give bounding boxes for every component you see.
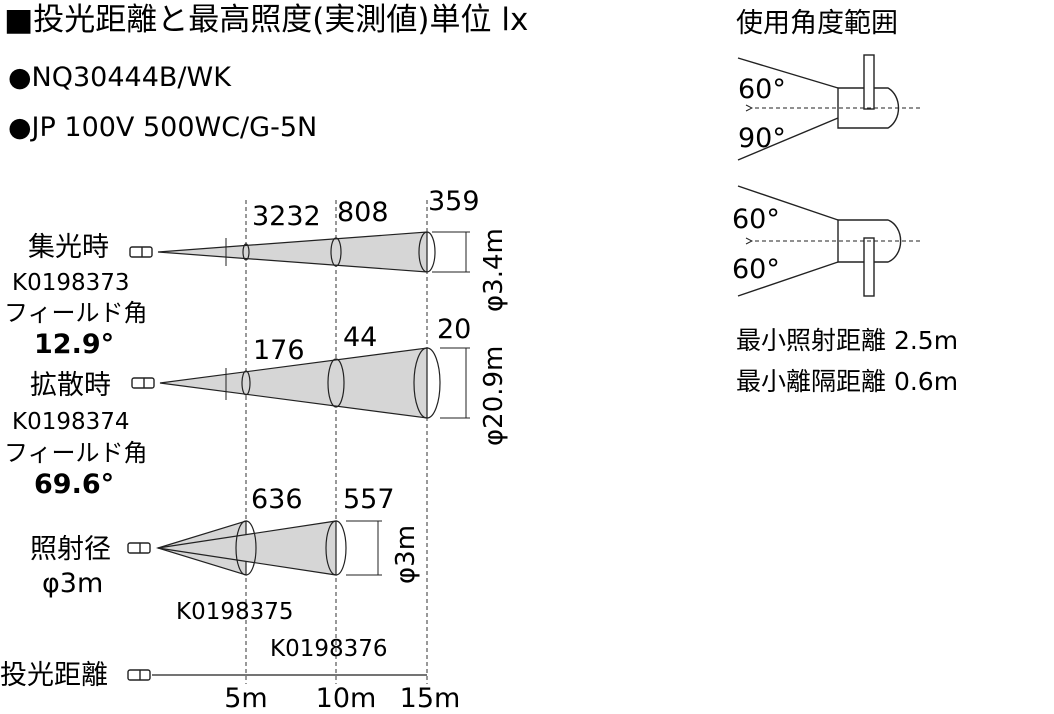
angle-diagram-top: [737, 54, 920, 161]
spot-label: 集光時: [28, 232, 109, 263]
spot-field-angle: 12.9°: [34, 329, 114, 360]
flood-section-15m: [413, 347, 441, 419]
diameter-section-5m: [235, 520, 257, 576]
lamp-icon: [129, 246, 153, 258]
flood-lux-5m: 176: [253, 335, 305, 366]
lamp-icon: [127, 542, 151, 554]
tick-5m: 5m: [224, 683, 267, 710]
bottom-upper-angle: 60°: [732, 204, 780, 235]
flood-label: 拡散時: [30, 370, 111, 401]
distance-axis: 投光距離 5m 10m 15m: [0, 660, 461, 714]
flood-field-angle: 69.6°: [34, 469, 114, 500]
min-illumination-distance: 最小照射距離 2.5m: [736, 326, 958, 355]
diagram-title: ■投光距離と最高照度(実測値)単位 lx: [4, 2, 528, 38]
bottom-lower-angle: 60°: [732, 254, 780, 285]
diameter-row: 照射径 φ3m 636 557 φ3m K0198375 K0198376: [30, 484, 421, 662]
diameter-lux-10m: 557: [343, 484, 395, 515]
spot-dimension: [225, 231, 470, 273]
flood-row: 拡散時 176 44 20 φ20.9m K0198374 フィールド角 69.…: [4, 314, 509, 500]
model-number-lamp: ●JP 100V 500WC/G-5N: [8, 112, 317, 143]
spot-section-10m: [330, 237, 342, 267]
spot-section-15m: [418, 231, 436, 273]
spot-section-5m: [242, 243, 250, 261]
tick-15m: 15m: [400, 683, 461, 710]
flood-dimension: [225, 347, 470, 419]
tick-10m: 10m: [316, 683, 377, 710]
diameter-section-10m: [325, 520, 347, 576]
diameter-lux-5m: 636: [251, 484, 303, 515]
model-number-fixture: ●NQ30444B/WK: [8, 62, 232, 93]
spot-row: 集光時 3232 808 359 φ3.4m K0198373 フィールド角 1…: [4, 186, 509, 360]
spot-beam: [157, 231, 428, 273]
angle-panel: 使用角度範囲 60° 90° 60° 60° 最小照射距離 2.5m 最小離隔距…: [732, 8, 958, 396]
spot-lux-10m: 808: [337, 197, 389, 228]
angle-diagram-bottom: [737, 185, 920, 297]
flood-field-label: フィールド角: [4, 439, 148, 467]
flood-lux-15m: 20: [437, 314, 471, 345]
flood-lux-10m: 44: [343, 322, 377, 353]
diameter-beam-10m: [157, 520, 337, 576]
spot-lux-5m: 3232: [252, 201, 321, 232]
spot-lux-15m: 359: [428, 186, 480, 217]
lamp-icon: [127, 669, 151, 681]
flood-product-code: K0198374: [12, 409, 130, 435]
flood-section-10m: [327, 358, 345, 408]
angle-panel-title: 使用角度範囲: [736, 8, 898, 39]
top-upper-angle: 60°: [738, 74, 786, 105]
spot-diameter: φ3.4m: [479, 228, 509, 312]
min-separation-distance: 最小離隔距離 0.6m: [736, 367, 958, 396]
diameter-row-label-value: φ3m: [42, 568, 103, 599]
lamp-icon: [131, 377, 155, 389]
distance-guides: [245, 200, 428, 684]
diameter-row-label: 照射径: [30, 534, 111, 565]
diameter-dimension: [346, 520, 382, 576]
distance-axis-label: 投光距離: [0, 660, 108, 691]
diameter-code-10m: K0198376: [270, 636, 388, 662]
spot-product-code: K0198373: [12, 270, 130, 296]
spot-field-label: フィールド角: [4, 299, 148, 327]
diameter-code-5m: K0198375: [176, 599, 294, 625]
flood-diameter: φ20.9m: [479, 346, 509, 446]
top-lower-angle: 90°: [738, 123, 786, 154]
diameter-value: φ3m: [391, 525, 421, 584]
flood-beam: [159, 347, 428, 419]
flood-section-5m: [241, 370, 251, 396]
